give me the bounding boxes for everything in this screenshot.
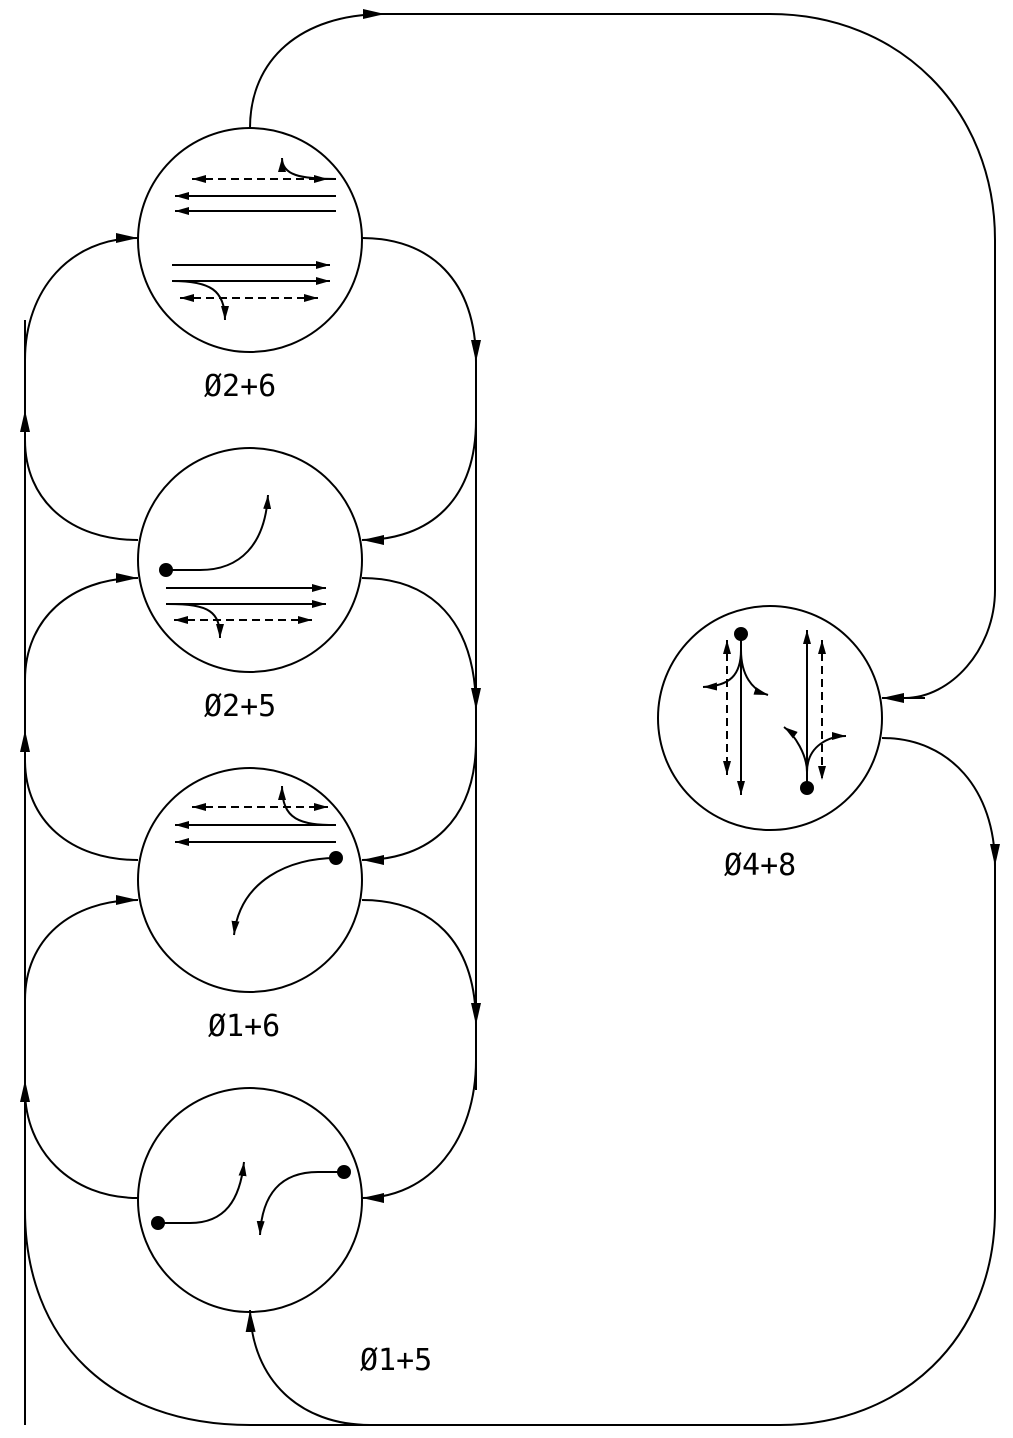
flow-arrow <box>24 1089 139 1199</box>
flow-arrow <box>361 739 477 865</box>
flow-arrow <box>881 737 1000 867</box>
flow-arrow <box>245 1309 371 1426</box>
flow-arrow <box>361 899 481 1026</box>
phase-circle-p26 <box>137 127 363 353</box>
flow-arrow <box>24 233 139 361</box>
phase-circle-p25 <box>137 447 363 673</box>
movement-glyph-p16 <box>175 785 337 936</box>
bottom-left-curve <box>24 1209 251 1426</box>
phase-label-p25: Ø2+5 <box>204 689 277 724</box>
movement-glyph-p25 <box>166 494 326 639</box>
top-return-line <box>380 13 996 699</box>
flow-arrow <box>24 573 139 681</box>
movement-origin-dot <box>734 627 748 641</box>
phase-circle-p48 <box>657 605 883 831</box>
phase-circle-p16 <box>137 767 363 993</box>
flow-arrow <box>249 9 386 129</box>
phase-label-p16: Ø1+6 <box>208 1009 281 1044</box>
flow-arrow <box>24 759 139 861</box>
movement-origin-dot <box>159 563 173 577</box>
flow-arrow <box>24 895 139 1001</box>
bottom-right-curve <box>779 1209 996 1426</box>
movement-origin-dot <box>337 1165 351 1179</box>
flow-arrow <box>361 419 477 545</box>
movement-glyph-p15 <box>158 1161 344 1236</box>
phase-label-p26: Ø2+6 <box>204 369 277 404</box>
flow-arrow <box>361 1059 477 1203</box>
movement-origin-dot <box>800 781 814 795</box>
phase-label-p48: Ø4+8 <box>724 848 797 883</box>
phase-circle-p15 <box>137 1087 363 1313</box>
movement-glyph-p26 <box>171 157 337 321</box>
movement-origin-dot <box>329 851 343 865</box>
flow-arrow <box>24 439 139 541</box>
phase-label-p15: Ø1+5 <box>360 1343 433 1378</box>
flow-arrow <box>361 237 481 363</box>
flow-arrow <box>361 577 481 711</box>
movement-origin-dot <box>151 1216 165 1230</box>
movement-glyph-p48 <box>702 630 847 795</box>
